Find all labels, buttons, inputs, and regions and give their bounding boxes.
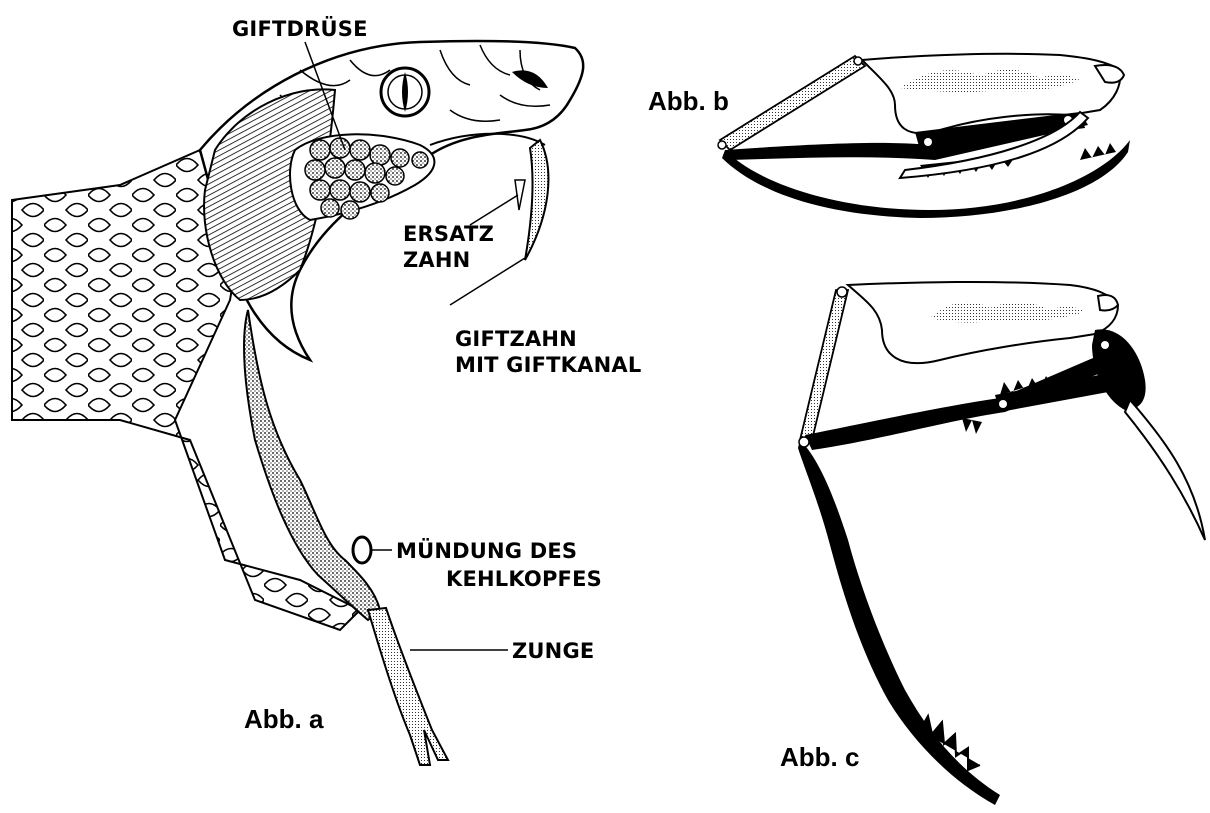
pterygoid-c bbox=[805, 355, 1108, 450]
lower-teeth-b bbox=[1080, 143, 1116, 160]
tongue bbox=[368, 608, 448, 765]
larynx-opening bbox=[353, 537, 371, 563]
maxilla-c bbox=[1092, 329, 1146, 410]
figure-c-open-jaw: Abb. c bbox=[780, 282, 1205, 805]
replacement-fang bbox=[515, 180, 525, 210]
snout-c bbox=[1098, 295, 1118, 310]
caption-abb-c: Abb. c bbox=[780, 742, 859, 772]
label-zunge: ZUNGE bbox=[512, 639, 594, 663]
caption-abb-a: Abb. a bbox=[244, 704, 324, 734]
label-giftzahn-line1: GIFTZAHN bbox=[455, 327, 577, 351]
snake-eye bbox=[381, 68, 429, 116]
erect-fang-c bbox=[1125, 400, 1205, 540]
caption-abb-b: Abb. b bbox=[648, 86, 729, 116]
figure-a-snake-head: GIFTDRÜSE ERSATZ ZAHN GIFTZAHN MIT GIFTK… bbox=[12, 16, 641, 765]
label-ersatz-zahn-line1: ERSATZ bbox=[403, 222, 494, 246]
teeth-c-lower bbox=[962, 418, 982, 434]
label-muendung-line1: MÜNDUNG DES bbox=[396, 538, 577, 563]
label-giftdruese: GIFTDRÜSE bbox=[232, 16, 368, 41]
skull-c bbox=[848, 282, 1118, 363]
quadrate-bone-c bbox=[800, 290, 848, 440]
figure-b-closed-jaw: Abb. b bbox=[648, 54, 1130, 218]
label-ersatz-zahn-line2: ZAHN bbox=[403, 248, 470, 272]
label-giftzahn-line2: MIT GIFTKANAL bbox=[455, 353, 641, 377]
label-muendung-line2: KEHLKOPFES bbox=[446, 567, 602, 591]
venom-fang bbox=[525, 140, 548, 260]
quadrate-bone-b bbox=[720, 56, 865, 150]
